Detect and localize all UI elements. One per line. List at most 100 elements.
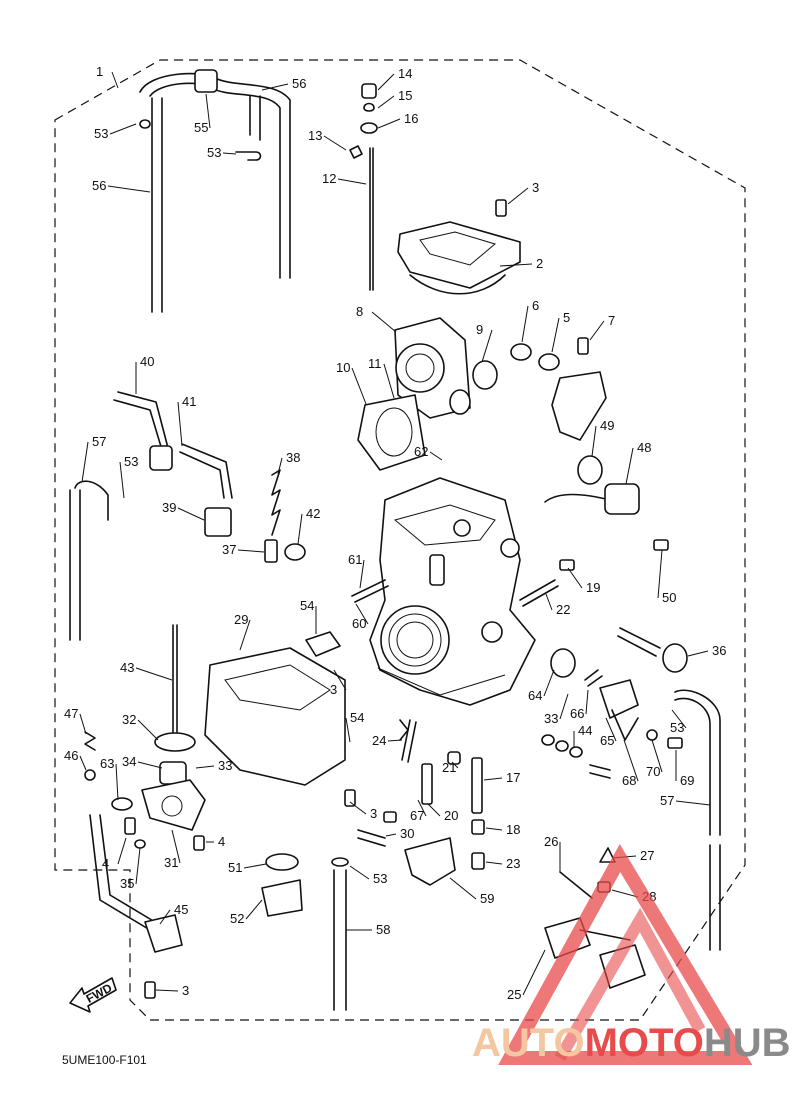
leader-line	[427, 803, 441, 817]
leader-line	[567, 567, 583, 589]
leader-line	[79, 713, 87, 735]
leader-line	[337, 178, 367, 185]
leader-line	[345, 717, 351, 743]
callout-40: 40	[140, 354, 154, 369]
leader-line	[449, 877, 477, 900]
leader-line	[297, 513, 303, 545]
leader-line	[222, 152, 237, 155]
callout-67: 67	[410, 808, 424, 823]
fwd-arrow: FWD	[69, 977, 117, 1013]
callout-53: 53	[94, 126, 108, 141]
leader-line	[349, 801, 367, 815]
leader-line	[137, 761, 163, 769]
callout-2: 2	[536, 256, 543, 271]
callout-61: 61	[348, 552, 362, 567]
leader-line	[559, 693, 569, 720]
callout-53: 53	[124, 454, 138, 469]
callout-9: 9	[476, 322, 483, 337]
leader-line	[385, 833, 397, 837]
callout-14: 14	[398, 66, 412, 81]
callout-51: 51	[228, 860, 242, 875]
leader-line	[107, 185, 151, 193]
callout-52: 52	[230, 911, 244, 926]
callout-53: 53	[670, 720, 684, 735]
leader-line	[205, 93, 211, 129]
leader-line	[543, 669, 555, 697]
callout-43: 43	[120, 660, 134, 675]
leader-line	[245, 899, 263, 920]
leader-line	[611, 889, 639, 898]
leader-line	[109, 123, 137, 135]
leader-line	[521, 305, 529, 343]
callout-18: 18	[506, 822, 520, 837]
assembly-boundary	[54, 59, 746, 1021]
callout-33: 33	[218, 758, 232, 773]
leader-line	[117, 837, 127, 865]
leader-line	[371, 311, 397, 333]
callout-47: 47	[64, 706, 78, 721]
callout-39: 39	[162, 500, 176, 515]
callout-36: 36	[712, 643, 726, 658]
callout-54: 54	[350, 710, 364, 725]
callout-22: 22	[556, 602, 570, 617]
callout-33: 33	[544, 711, 558, 726]
leader-line	[349, 865, 370, 880]
callout-3: 3	[370, 806, 377, 821]
leader-line	[377, 118, 401, 129]
leader-line	[651, 739, 663, 773]
leader-line	[485, 827, 503, 831]
cap-parts	[510, 337, 607, 441]
callout-26: 26	[544, 834, 558, 849]
watermark-auto: AUTOMOTOHUB	[472, 1021, 791, 1065]
leader-line	[383, 363, 395, 399]
callout-54: 54	[300, 598, 314, 613]
callout-59: 59	[480, 891, 494, 906]
callout-15: 15	[398, 88, 412, 103]
leader-line	[671, 709, 687, 729]
callout-12: 12	[322, 171, 336, 186]
breather-hoses	[139, 69, 291, 313]
leader-line	[657, 549, 663, 599]
leader-line	[115, 763, 119, 801]
leader-line	[589, 320, 605, 341]
leader-line	[377, 95, 395, 109]
diagram-code: 5UME100-F101	[62, 1053, 147, 1067]
callout-21: 21	[442, 760, 456, 775]
leader-line	[359, 559, 365, 589]
leader-line	[135, 847, 141, 885]
leader-line	[387, 739, 403, 742]
callout-3: 3	[182, 983, 189, 998]
leader-line	[177, 507, 205, 521]
leader-line	[155, 989, 179, 992]
callout-41: 41	[182, 394, 196, 409]
leader-line	[483, 777, 503, 781]
callout-35: 35	[120, 876, 134, 891]
callout-45: 45	[174, 902, 188, 917]
callout-56: 56	[92, 178, 106, 193]
callout-58: 58	[376, 922, 390, 937]
callout-48: 48	[637, 440, 651, 455]
callout-37: 37	[222, 542, 236, 557]
leader-line	[545, 593, 553, 611]
callout-19: 19	[586, 580, 600, 595]
callout-17: 17	[506, 770, 520, 785]
callout-3: 3	[532, 180, 539, 195]
callout-49: 49	[600, 418, 614, 433]
leader-line	[81, 441, 89, 483]
leader-line	[243, 863, 267, 869]
leader-line	[485, 861, 503, 865]
leader-line	[429, 451, 443, 461]
leader-line	[135, 667, 173, 681]
watermark-logo: AUTOMOTOHUB	[472, 843, 791, 1065]
callout-29: 29	[234, 612, 248, 627]
pump-lever-group	[541, 648, 721, 951]
leader-line	[417, 799, 427, 817]
callout-68: 68	[622, 773, 636, 788]
callout-20: 20	[444, 808, 458, 823]
top-cover-group	[349, 83, 521, 295]
callout-4: 4	[218, 834, 225, 849]
leader-line	[451, 761, 459, 769]
callout-10: 10	[336, 360, 350, 375]
callout-11: 11	[368, 356, 382, 371]
